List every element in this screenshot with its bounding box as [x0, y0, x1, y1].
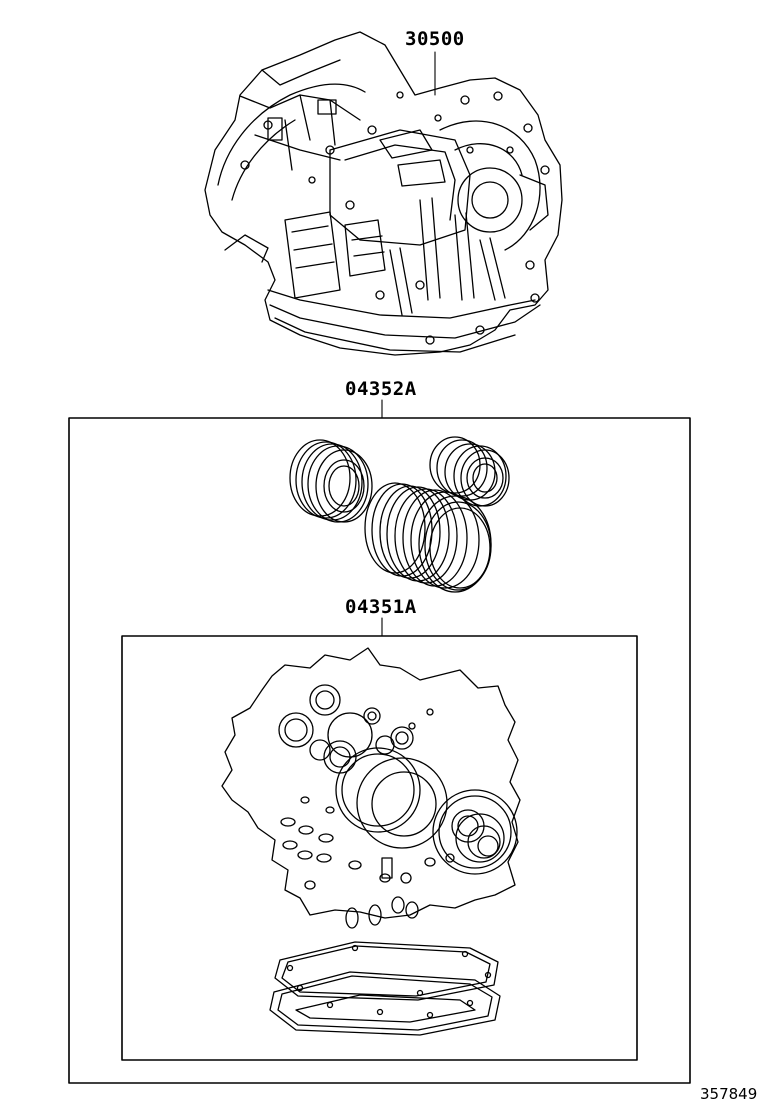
gasket-set-drawing [222, 648, 520, 1035]
figure-number: 357849 [700, 1085, 758, 1103]
gasket-kit-frame [122, 636, 637, 1060]
transmission-assembly-drawing [205, 32, 562, 355]
overhaul-kit-frame [69, 418, 690, 1083]
part-label-overhaul-kit: 04352A [345, 378, 417, 400]
part-label-gasket-kit: 04351A [345, 596, 417, 618]
clutch-rings-drawing [290, 437, 509, 592]
part-label-transmission-assy: 30500 [405, 28, 465, 50]
